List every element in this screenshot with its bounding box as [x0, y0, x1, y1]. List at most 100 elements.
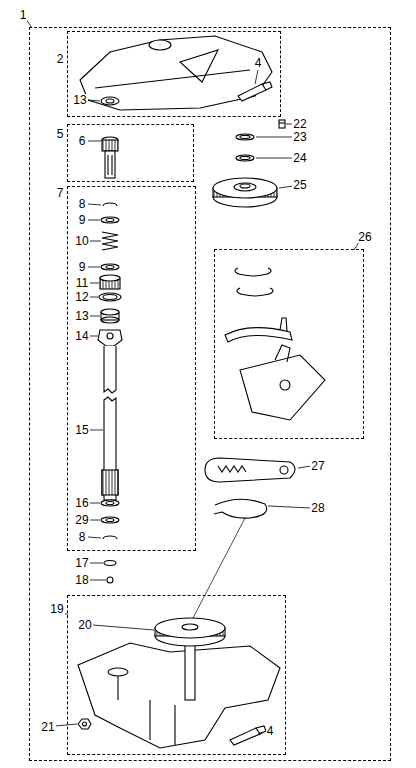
- callout-number: 13: [72, 94, 87, 106]
- washer: [101, 217, 119, 223]
- bearing: [106, 502, 114, 505]
- callout-number: 9: [78, 214, 87, 226]
- shift-parts: [237, 288, 273, 296]
- leader-line: [90, 520, 100, 521]
- gear-housing: [117, 676, 118, 700]
- callout-number: 1: [19, 9, 28, 21]
- leader-line: [90, 297, 98, 298]
- assembly-box: 26: [214, 249, 364, 439]
- seal-ring: [101, 97, 119, 105]
- gear-housing: [78, 643, 280, 748]
- bearing: [101, 309, 119, 315]
- callout-number: 20: [77, 619, 92, 631]
- drive-gear: [240, 184, 250, 188]
- bearing: [101, 309, 119, 323]
- assembly-box: 19: [67, 595, 286, 755]
- callout-number: 26: [357, 231, 372, 243]
- assembly-box: 2: [67, 31, 281, 117]
- grease-tube: [230, 726, 266, 745]
- ball: [107, 577, 113, 583]
- callout-number: 17: [74, 557, 89, 569]
- callout-number: 5: [56, 128, 65, 140]
- ring: [103, 295, 117, 300]
- output-gear: [182, 624, 198, 630]
- leader-line: [88, 537, 101, 538]
- leader-line: [90, 503, 100, 504]
- leader-line: [268, 506, 311, 508]
- clip: [103, 536, 117, 539]
- pinion: [107, 155, 108, 175]
- shift-lever: [205, 458, 295, 482]
- assembly-box: 5: [67, 124, 194, 182]
- shaft: [102, 470, 118, 495]
- shift-lever: [205, 458, 295, 482]
- pinion: [105, 151, 115, 178]
- leader-line: [90, 430, 103, 431]
- leader-line: [88, 204, 101, 205]
- shaft: [104, 346, 116, 393]
- gear: [100, 275, 120, 289]
- washer: [106, 266, 114, 269]
- shift-block: [98, 330, 122, 346]
- grease-tube: [230, 728, 260, 745]
- leader-line: [88, 100, 100, 101]
- spring: [102, 232, 118, 250]
- screw: [279, 120, 285, 128]
- callout-number: 10: [74, 235, 89, 247]
- ring: [236, 134, 254, 140]
- leader-line: [26, 19, 359, 734]
- washer: [104, 561, 116, 566]
- pinion: [102, 140, 118, 151]
- bolt: [83, 722, 87, 726]
- callout-number: 8: [78, 198, 87, 210]
- clip: [103, 203, 117, 206]
- gear-cover: [149, 40, 171, 50]
- ring: [240, 135, 250, 138]
- callout-number: 12: [74, 291, 89, 303]
- callout-number: 16: [74, 497, 89, 509]
- spring-clip: [214, 499, 267, 518]
- guide-line: [193, 518, 245, 618]
- shift-parts: [280, 380, 290, 390]
- callout-number: 13: [74, 310, 89, 322]
- gear: [100, 275, 120, 281]
- gear-housing: [108, 668, 128, 676]
- washer: [106, 219, 114, 222]
- leader-line: [298, 466, 311, 468]
- ball: [107, 577, 113, 583]
- gear-cover: [95, 70, 250, 88]
- shift-lever: [218, 466, 246, 472]
- callout-number: 11: [75, 277, 89, 289]
- bearing: [101, 500, 119, 506]
- leader-line: [90, 336, 98, 337]
- grease-tube: [256, 726, 266, 734]
- pinion: [102, 137, 118, 178]
- gear-cover: [80, 36, 272, 110]
- callout-number: 7: [56, 187, 65, 199]
- shift-parts: [235, 268, 271, 276]
- leader-line: [88, 220, 100, 221]
- callout-number: 28: [310, 502, 325, 514]
- output-gear: [155, 618, 225, 638]
- leader-line: [93, 625, 154, 630]
- callout-number: 8: [78, 531, 87, 543]
- leader-line: [255, 70, 258, 84]
- ring: [99, 293, 121, 301]
- leader-line: [258, 732, 263, 734]
- guide-line: [193, 518, 245, 618]
- shift-parts: [225, 328, 292, 342]
- leader-line: [286, 124, 292, 125]
- clip: [103, 536, 117, 539]
- callout-number: 18: [74, 574, 89, 586]
- drive-gear: [213, 178, 277, 198]
- callout-number: 2: [56, 53, 65, 65]
- grease-tube: [262, 82, 272, 90]
- shift-parts: [225, 268, 325, 420]
- spring: [102, 232, 118, 250]
- screw: [279, 122, 285, 123]
- grease-tube: [238, 82, 272, 101]
- callout-number: 21: [40, 721, 55, 733]
- callout-number: 23: [292, 131, 307, 143]
